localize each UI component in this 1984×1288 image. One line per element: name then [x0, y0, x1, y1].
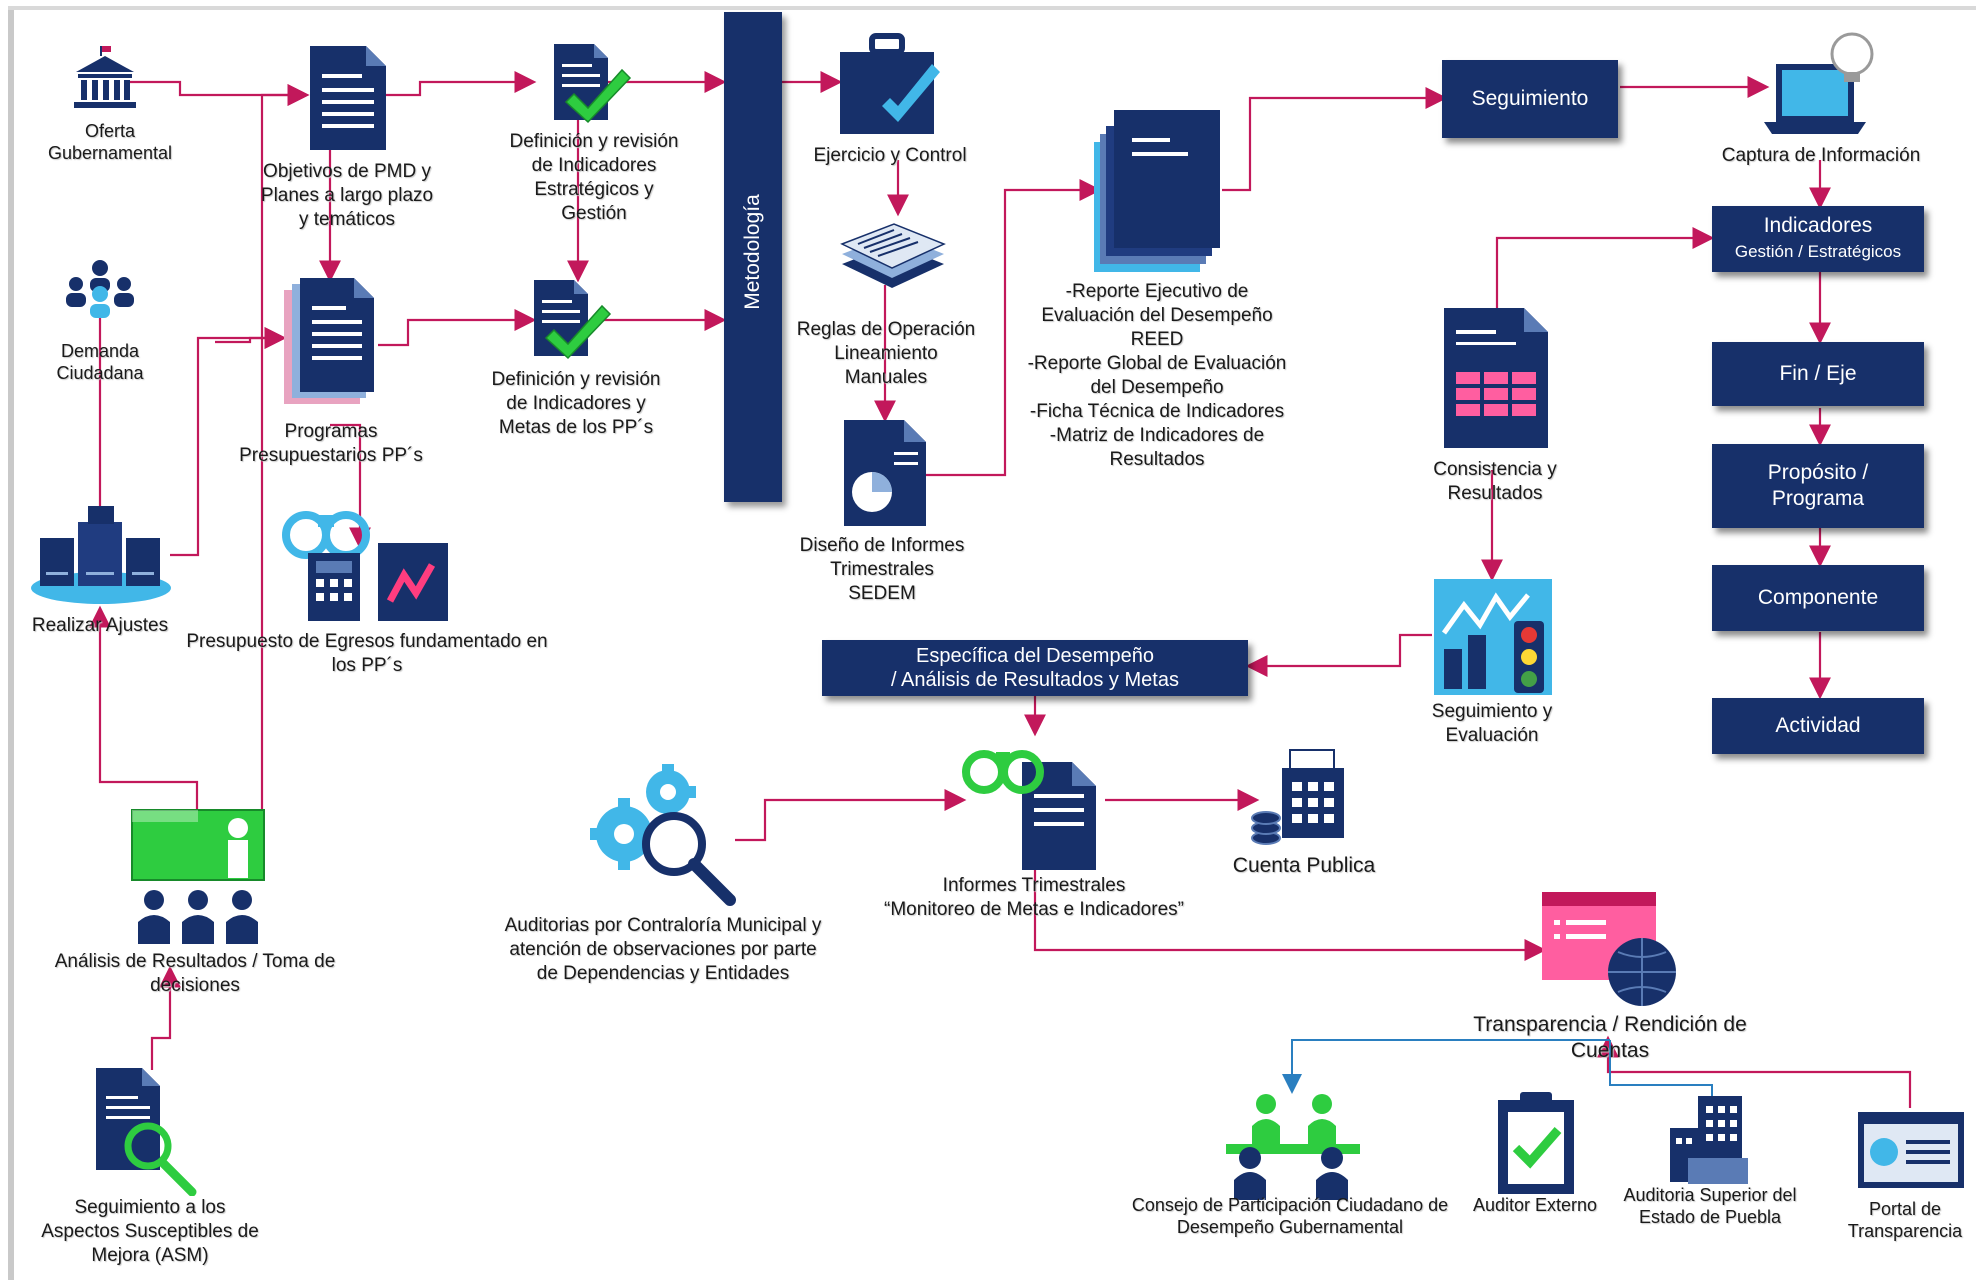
document-pie-icon — [844, 420, 926, 526]
metodologia-label: Metodología — [741, 194, 764, 310]
stacked-documents-icon — [284, 278, 374, 404]
link-asm-analisis — [150, 965, 181, 1070]
servers-icon — [31, 506, 171, 604]
transparencia-label: Transparencia / Rendición de Cuentas — [1473, 1013, 1747, 1062]
link-analisis-realizar — [89, 605, 199, 810]
portal-label: Portal de Transparencia — [1847, 1199, 1963, 1241]
laptop-lightbulb-icon — [1764, 32, 1874, 134]
frame-left-border — [8, 8, 14, 1280]
link-auditorsup-transp — [1609, 1040, 1713, 1100]
ejercicio-label: Ejercicio y Control — [813, 145, 967, 166]
proposito-programa-box: Propósito / Programa — [1712, 444, 1924, 528]
link-informes-transp — [1033, 870, 1547, 961]
document-check-icon — [554, 44, 632, 124]
link-transp-consejo — [1282, 1039, 1610, 1094]
stacked-papers-icon — [840, 223, 946, 288]
especifica-desempeno-box: Específica del Desempeño / Análisis de R… — [822, 640, 1248, 696]
link-portal-transp — [1597, 1035, 1912, 1108]
government-building-icon — [74, 46, 136, 108]
auditor-externo-label: Auditor Externo — [1472, 1195, 1598, 1215]
chart-traffic-light-icon — [1434, 579, 1552, 695]
document-table-icon — [1444, 308, 1548, 448]
definicion-metas-label: Definición y revisión de Indicadores y M… — [491, 369, 661, 438]
link-auditorias-informes — [735, 789, 967, 842]
link-analisis-objetivos — [260, 84, 310, 847]
consistencia-label: Consistencia y Resultados — [1433, 459, 1557, 504]
cuenta-publica-label: Cuenta Publica — [1232, 854, 1376, 877]
consejo-label: Consejo de Participación Ciudadano de De… — [1131, 1195, 1449, 1237]
link-realizar-programas — [170, 327, 287, 557]
link-reportes-seguimiento — [1222, 87, 1448, 192]
clipboard-check-icon — [1498, 1092, 1574, 1194]
presentation-board-icon — [131, 809, 265, 944]
link-programas-presupuesto — [330, 423, 371, 550]
oferta-label: Oferta Gubernamental — [47, 121, 173, 163]
informes-trimestrales-label: Informes Trimestrales “Monitoreo de Meta… — [884, 875, 1184, 920]
demanda-label: Demanda Ciudadana — [56, 341, 144, 383]
reglas-label: Reglas de Operación Lineamiento Manuales — [796, 319, 976, 388]
document-magnifier-icon — [96, 1068, 197, 1196]
council-meeting-icon — [1226, 1094, 1360, 1200]
metodologia-bar: Metodología — [724, 12, 782, 502]
diseno-label: Diseño de Informes Trimestrales SEDEM — [799, 535, 965, 604]
link-objetivos-defest — [385, 71, 537, 97]
gears-magnifier-icon — [590, 764, 736, 906]
realizar-ajustes-label: Realizar Ajustes — [31, 615, 169, 636]
browser-window-icon — [1858, 1112, 1964, 1188]
componente-box: Componente — [1712, 565, 1924, 631]
link-segeval-especifica — [1245, 633, 1432, 677]
seguimiento-evaluacion-label: Seguimiento y Evaluación — [1431, 701, 1553, 746]
definicion-estrategicos-label: Definición y revisión de Indicadores Est… — [509, 131, 679, 224]
seguimiento-box: Seguimiento — [1442, 60, 1618, 138]
binoculars-document-icon — [962, 750, 1096, 870]
auditoria-superior-label: Auditoria Superior del Estado de Puebla — [1623, 1185, 1797, 1227]
reportes-label: -Reporte Ejecutivo de Evaluación del Des… — [1027, 281, 1287, 470]
document-icon — [310, 46, 386, 150]
link-consist-indicadores — [1495, 227, 1715, 318]
captura-label: Captura de Información — [1721, 145, 1921, 166]
indicadores-box: Indicadores Gestión / Estratégicos — [1712, 206, 1924, 272]
frame-top-border — [8, 6, 1976, 10]
calculator-coins-icon — [1251, 749, 1344, 845]
link-programas-defmetas — [378, 309, 537, 347]
people-group-icon — [66, 260, 134, 318]
fin-eje-box: Fin / Eje — [1712, 342, 1924, 406]
document-check-icon — [534, 280, 612, 360]
actividad-box: Actividad — [1712, 698, 1924, 754]
link-diseno-reportes — [925, 179, 1102, 477]
programas-label: Programas Presupuestarios PP´s — [239, 421, 423, 466]
asm-label: Seguimiento a los Aspectos Susceptibles … — [41, 1197, 259, 1266]
report-stack-icon — [1094, 110, 1220, 272]
office-buildings-icon — [1670, 1096, 1748, 1184]
auditorias-label: Auditorias por Contraloría Municipal y a… — [504, 915, 822, 984]
objetivos-label: Objetivos de PMD y Planes a largo plazo … — [260, 161, 434, 230]
analisis-label: Análisis de Resultados / Toma de decisio… — [54, 951, 336, 996]
presupuesto-label: Presupuesto de Egresos fundamentado en l… — [186, 631, 548, 676]
screen-globe-icon — [1542, 892, 1676, 1006]
link-oferta-objetivos — [128, 80, 310, 106]
briefcase-check-icon — [840, 33, 940, 134]
budget-analysis-icon — [282, 511, 448, 621]
